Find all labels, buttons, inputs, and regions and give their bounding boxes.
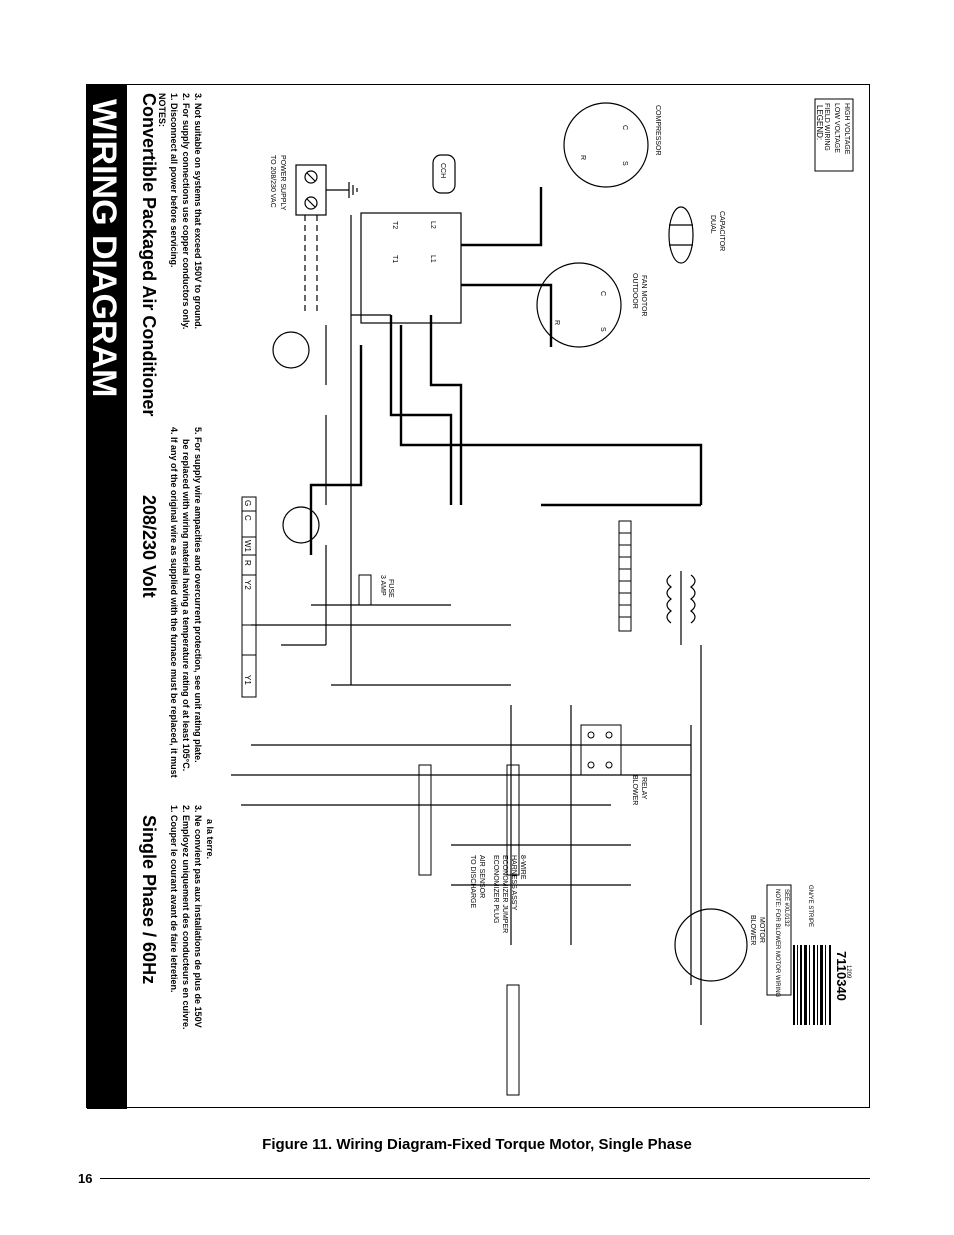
legend-field-wiring: FIELD WIRING	[823, 103, 830, 151]
fan-terminal-c: C	[599, 291, 606, 296]
fuse-label-2: FUSE	[387, 579, 394, 598]
page-number: 16	[78, 1171, 93, 1186]
compressor-terminal-r: R	[579, 155, 586, 160]
high-voltage-wires	[309, 187, 703, 555]
note-fr-1: 1. Couper le courant avant de faire letr…	[169, 805, 179, 993]
blower-note-box	[766, 884, 792, 996]
fan-motor-label-1: OUTDOOR	[631, 273, 638, 309]
blower-relay	[580, 724, 622, 776]
revision: 1209	[845, 965, 851, 979]
gn-ye-stripe-label: GN/YE STRIPE	[807, 885, 813, 927]
economizer-label-5: HARNESS ASS'Y	[510, 855, 517, 911]
blower-relay-label-1: BLOWER	[631, 775, 638, 805]
terminal-l1: L1	[429, 255, 436, 263]
terminal-t2: T2	[391, 221, 398, 229]
terminal-g: G	[243, 500, 252, 506]
part-number: 7110340	[834, 951, 849, 1001]
compressor-terminal-c: C	[621, 125, 628, 130]
power-supply-label-2: POWER SUPPLY	[279, 155, 286, 211]
blower-note-1: NOTE: FOR BLOWER MOTOR WIRING	[774, 889, 780, 998]
legend-heading: LEGEND:	[815, 105, 824, 140]
terminal-r: R	[243, 560, 252, 566]
low-voltage-wires	[231, 215, 702, 1025]
fan-motor-label-2: FAN MOTOR	[640, 275, 647, 316]
legend: LEGEND: FIELD WIRING LOW VOLTAGE HIGH VO…	[814, 98, 854, 172]
note-5: 5. For supply wire ampacities and overcu…	[193, 427, 203, 763]
footer-rule	[100, 1178, 870, 1179]
note-fr-2: 2. Employez uniquement des conducteurs e…	[181, 805, 191, 1030]
title-text: WIRING DIAGRAM	[87, 99, 123, 397]
left-labels: TO 208/230 VAC POWER SUPPLY CCH L2 L1 T2…	[269, 105, 725, 332]
terminal-t1: T1	[391, 255, 398, 263]
economizer-label-6: 8-WIRE	[519, 855, 526, 880]
terminal-w1: W1	[243, 540, 252, 553]
fuse-label-1: 3 AMP	[379, 575, 386, 596]
title-bar	[87, 85, 127, 1109]
blower-note-2: SEE #XL0132	[783, 889, 789, 927]
blower-motor-label-2: MOTOR	[758, 917, 765, 943]
note-3: 3. Not suitable on systems that exceed 1…	[193, 93, 203, 329]
heater-plug	[618, 520, 632, 632]
diagram-frame: WIRING DIAGRAM Convertible Packaged Air …	[86, 84, 870, 1109]
compressor-terminal-s: S	[621, 161, 628, 166]
economizer-label-2: AIR SENSOR	[478, 855, 485, 898]
capacitor-label-2: CAPACITOR	[718, 211, 725, 251]
terminal-l2: L2	[429, 221, 436, 229]
economizer-label-3: ECONOMIZER PLUG	[492, 855, 499, 923]
product-name: Convertible Packaged Air Conditioner	[139, 93, 159, 416]
capacitor-label-1: DUAL	[709, 215, 716, 234]
economizer-label-1: TO DISCHARGE	[469, 855, 476, 908]
wiring-diagram: WIRING DIAGRAM Convertible Packaged Air …	[87, 85, 854, 1109]
voltage-label: 208/230 Volt	[139, 495, 159, 598]
blower-motor-label-1: BLOWER	[749, 915, 756, 945]
legend-low-voltage: LOW VOLTAGE	[833, 103, 840, 153]
notes-block: NOTES: 1. Disconnect all power before se…	[157, 93, 215, 1030]
phase-label: Single Phase / 60Hz	[139, 815, 159, 984]
terminal-y2: Y2	[243, 580, 252, 590]
power-supply-label-1: TO 208/230 VAC	[269, 155, 276, 208]
blower-relay-label-2: RELAY	[640, 777, 647, 800]
fan-terminal-s: S	[599, 327, 606, 332]
terminal-strip	[241, 496, 257, 698]
note-fr-3-cont: a la terre.	[205, 819, 215, 859]
note-2: 2. For supply connections use copper con…	[181, 93, 191, 329]
legend-high-voltage: HIGH VOLTAGE	[843, 103, 850, 155]
terminal-strip-labels: G C W1 R Y2 Y1	[243, 500, 252, 685]
barcode	[793, 945, 831, 1025]
economizer-labels: TO DISCHARGE AIR SENSOR ECONOMIZER PLUG …	[469, 855, 526, 933]
blower-motor	[674, 908, 748, 982]
economizer-label-4: ECONOMIZER JUMPER	[501, 855, 508, 933]
cch-label: CCH	[439, 163, 446, 178]
fan-terminal-r: R	[553, 320, 560, 325]
figure-caption: Figure 11. Wiring Diagram-Fixed Torque M…	[262, 1136, 692, 1153]
note-fr-3: 3. Ne convient pas aux installations de …	[193, 805, 203, 1028]
transformer	[666, 571, 696, 645]
note-4-cont: be replaced with wiring material having …	[181, 439, 191, 771]
terminal-c: C	[243, 515, 252, 521]
economizer-plugs	[418, 764, 520, 1096]
terminal-y1: Y1	[243, 675, 252, 685]
note-4: 4. If any of the original wire as suppli…	[169, 427, 179, 778]
compressor-label: COMPRESSOR	[654, 105, 661, 156]
note-1: 1. Disconnect all power before servicing…	[169, 93, 179, 268]
fuse	[358, 574, 372, 606]
notes-heading: NOTES:	[157, 93, 167, 127]
